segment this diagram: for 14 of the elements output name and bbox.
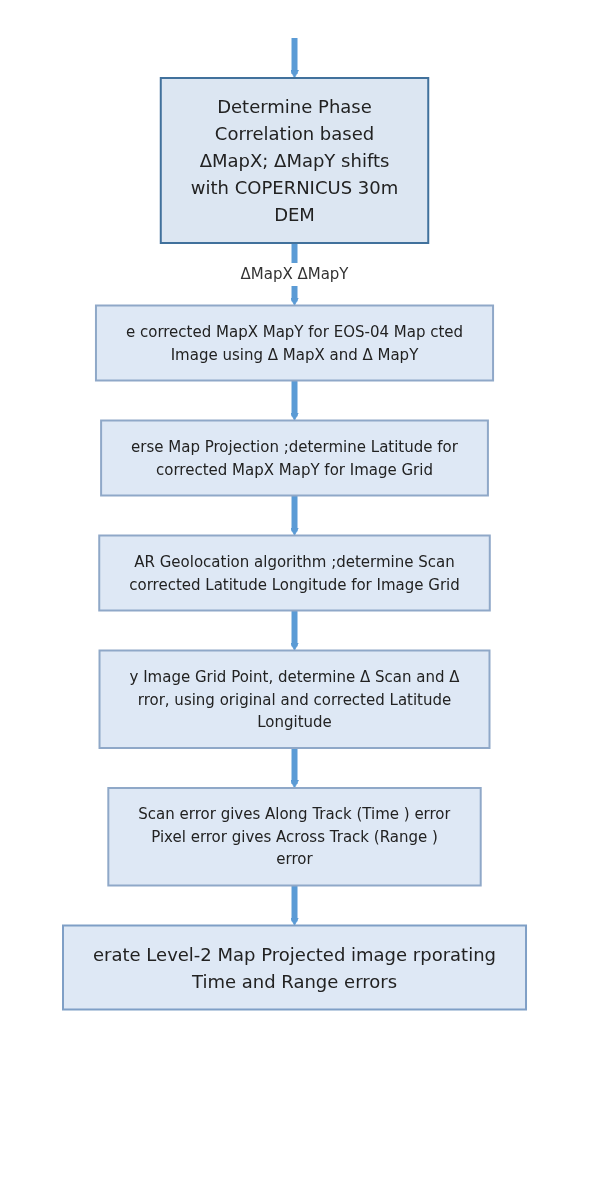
node-box: Determine Phase Correlation based ΔMapX; ΔMapY shifts with COPERNICUS 30m DEM <box>159 77 430 244</box>
node-box: AR Geolocation algorithm ;determine Scan corrected Latitude Longitude for Image Grid <box>98 534 491 612</box>
node-box: e corrected MapX MapY for EOS-04 Map cted Image using Δ MapX and Δ MapY <box>94 304 495 382</box>
arrow <box>290 610 299 651</box>
arrow <box>290 380 299 421</box>
node-box: erse Map Projection ;determine Latitude for corrected MapX MapY for Image Grid <box>100 419 489 497</box>
node-box: y Image Grid Point, determine Δ Scan and Δ rror, using original and corrected Latitude Longitude <box>98 649 491 749</box>
arrow <box>290 38 299 79</box>
edge-label: ΔMapX ΔMapY <box>240 265 349 283</box>
node-box: Scan error gives Along Track (Time ) error Pixel error gives Across Track (Range ) error <box>107 787 482 887</box>
arrow <box>290 495 299 536</box>
arrow <box>290 885 299 926</box>
arrow <box>290 748 299 789</box>
node-box: erate Level-2 Map Projected image rporating Time and Range errors <box>62 924 527 1011</box>
